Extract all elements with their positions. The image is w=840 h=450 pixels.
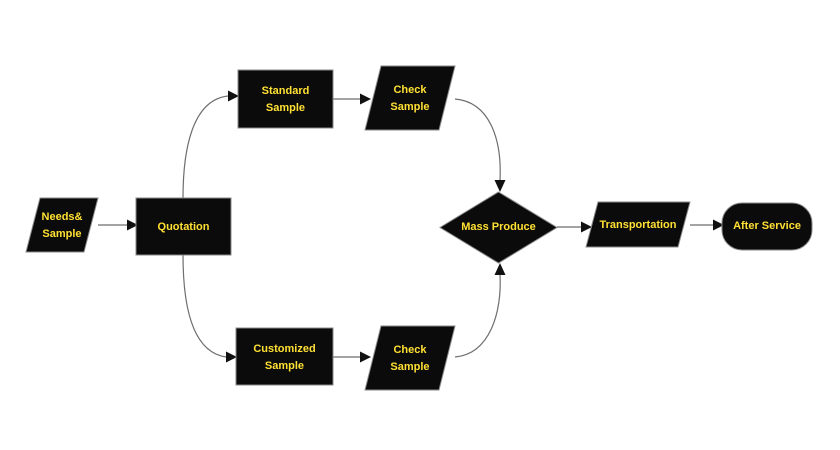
connector-standard-to-check-upper	[333, 93, 371, 105]
node-mass-produce[interactable]: Mass Produce	[439, 191, 558, 264]
node-needs-sample-label-line1: Needs&	[42, 211, 83, 223]
node-check-sample-upper[interactable]: Check Sample	[364, 65, 456, 131]
node-customized-sample[interactable]: Customized Sample	[235, 327, 334, 386]
node-after-service-label: After Service	[733, 220, 801, 232]
connector-check-upper-to-mass-produce	[454, 98, 506, 192]
connector-customized-to-check-lower	[333, 351, 371, 363]
connector-layer	[98, 90, 724, 363]
node-standard-sample-label-line1: Standard	[262, 85, 310, 97]
connector-needs-to-quotation	[98, 219, 138, 231]
node-customized-sample-label-line2: Sample	[265, 360, 304, 372]
connector-quotation-to-standard	[182, 90, 239, 199]
node-check-sample-upper-label-line1: Check	[393, 84, 427, 96]
connector-check-lower-to-mass-produce	[454, 263, 506, 358]
node-after-service[interactable]: After Service	[721, 202, 813, 251]
node-needs-sample[interactable]: Needs& Sample	[25, 197, 99, 253]
connector-transportation-to-after-service	[690, 219, 724, 231]
node-transportation-label: Transportation	[599, 219, 676, 231]
node-check-sample-lower-label-line2: Sample	[390, 361, 429, 373]
node-check-sample-lower[interactable]: Check Sample	[364, 325, 456, 391]
connector-mass-produce-to-transportation	[557, 221, 592, 233]
node-quotation-label: Quotation	[158, 221, 210, 233]
node-standard-sample[interactable]: Standard Sample	[237, 69, 334, 129]
node-check-sample-lower-label-line1: Check	[393, 344, 427, 356]
node-needs-sample-label-line2: Sample	[42, 228, 81, 240]
node-standard-sample-label-line2: Sample	[266, 102, 305, 114]
node-customized-sample-label-line1: Customized	[253, 343, 315, 355]
node-quotation[interactable]: Quotation	[135, 197, 232, 256]
node-mass-produce-label: Mass Produce	[461, 221, 536, 233]
node-transportation[interactable]: Transportation	[585, 201, 691, 248]
node-check-sample-upper-label-line2: Sample	[390, 101, 429, 113]
connector-quotation-to-customized	[182, 254, 237, 363]
